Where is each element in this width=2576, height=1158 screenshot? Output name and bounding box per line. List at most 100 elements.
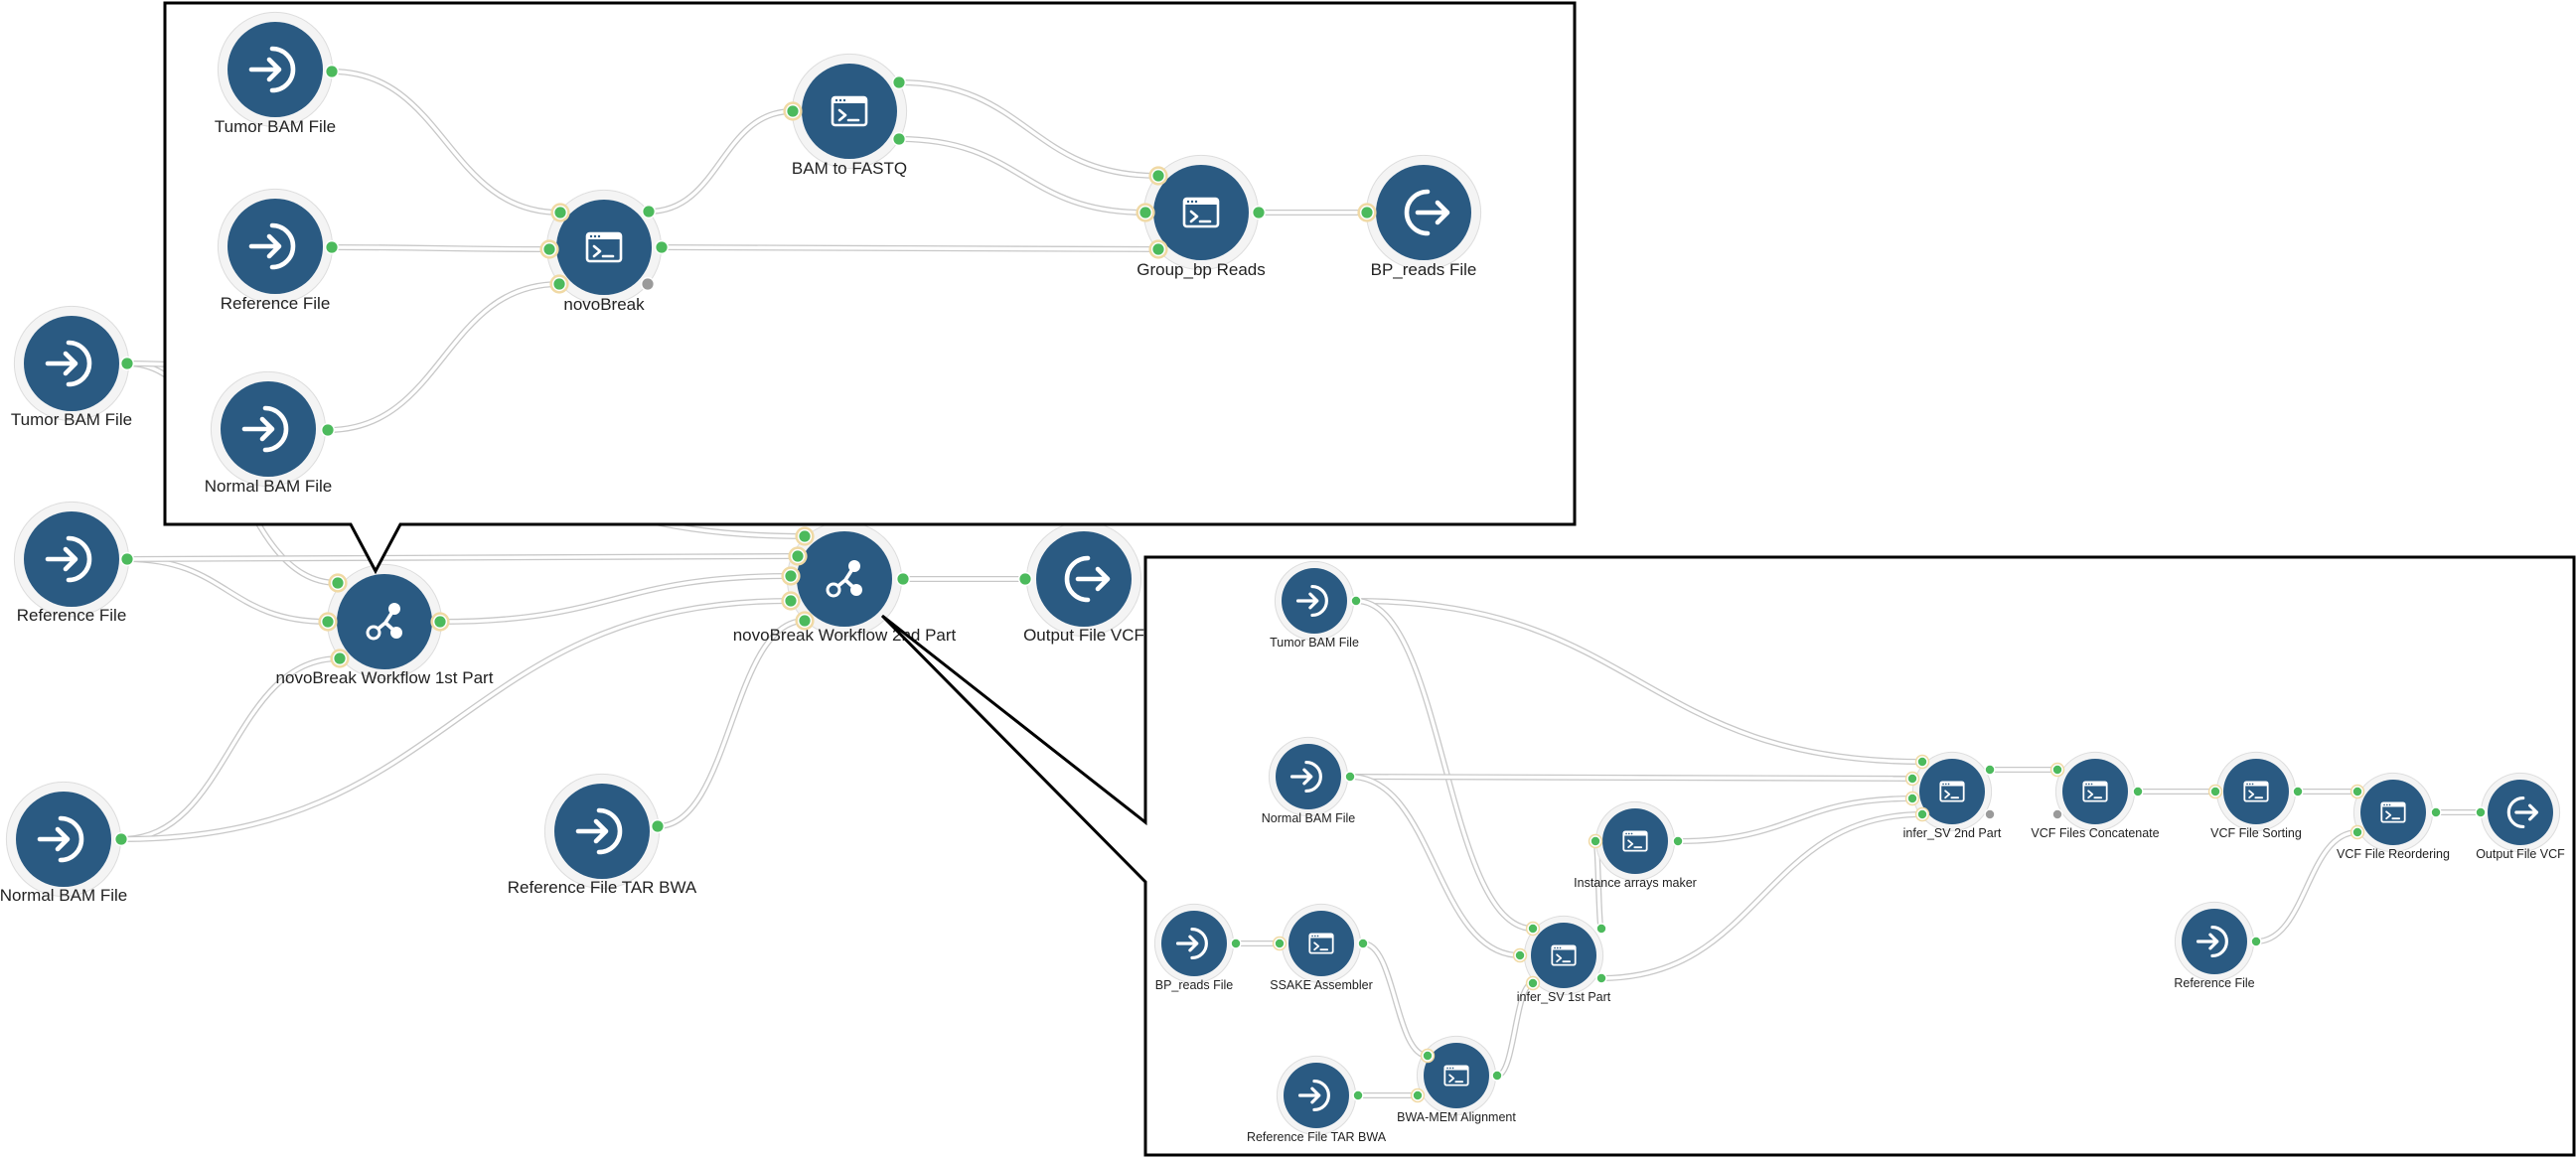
zoom1-port[interactable] [1148,166,1168,186]
port[interactable] [781,566,801,586]
zoom1-node-tumor-bam-file[interactable]: Tumor BAM File [215,11,336,136]
edge-m_ref-to-m_wf2[interactable] [126,553,791,562]
port[interactable] [795,526,815,546]
node-reference-file-tar-bwa[interactable]: Reference File TAR BWA [508,773,697,897]
zoom2-edge-b_sv1-to-b_sv2[interactable] [1600,811,1923,981]
zoom2-port[interactable] [1491,1070,1503,1082]
zoom2-port[interactable] [1672,835,1684,847]
zoom2-port[interactable] [2475,806,2487,818]
zoom2-port[interactable] [1350,595,1362,607]
zoom2-edge-b_normal-to-b_sv1[interactable] [1349,774,1521,958]
zoom2-edge-b_ssake-to-b_bwa[interactable] [1362,941,1429,1059]
zoom2-node-output-file-vcf[interactable]: Output File VCF [2476,772,2565,861]
port[interactable] [430,612,450,632]
port[interactable] [330,649,350,668]
zoom1-node-bp-reads-file[interactable]: BP_reads File [1365,154,1482,279]
zoom2-node-tumor-bam-file[interactable]: Tumor BAM File [1270,560,1359,650]
edge-m_reftar-to-m_wf2[interactable] [657,618,806,829]
zoom1-node-novobreak[interactable]: novoBreak [545,189,663,314]
zoom2-port[interactable] [1344,771,1356,783]
port[interactable] [119,356,135,371]
port[interactable] [1017,571,1033,587]
node-output-file-vcf[interactable]: Output File VCF [1023,520,1144,645]
zoom1-port[interactable] [550,203,570,222]
edge-m_wf1-to-m_wf2[interactable] [439,573,791,625]
zoom1-edge-a_tumor-to-a_novo[interactable] [331,69,561,216]
zoom2-node-instance-arrays-maker[interactable]: Instance arrays maker [1574,800,1697,890]
zoom1-port[interactable] [891,74,907,90]
zoom2-port[interactable] [2349,784,2365,799]
zoom1-port[interactable] [641,204,657,219]
zoom1-port[interactable] [1136,203,1155,222]
zoom2-edge-b_ref-to-b_reorder[interactable] [2255,829,2358,944]
zoom2-port[interactable] [1588,833,1603,849]
node-novobreak-workflow-2nd-part[interactable]: novoBreak Workflow 2nd Part [733,520,957,645]
zoom2-port[interactable] [1595,923,1607,935]
zoom2-port[interactable] [1410,1087,1426,1103]
port[interactable] [788,546,808,566]
zoom2-port[interactable] [1914,806,1930,822]
port[interactable] [328,573,348,593]
zoom2-node-normal-bam-file[interactable]: Normal BAM File [1262,736,1356,825]
zoom2-port[interactable] [2250,936,2262,947]
zoom2-port[interactable] [1984,764,1996,776]
node-tumor-bam-file[interactable]: Tumor BAM File [11,305,132,429]
zoom1-edge-a_novo-to-a_b2f[interactable] [648,108,794,215]
zoom1-port[interactable] [891,131,907,147]
edge-m_ref-to-m_wf1[interactable] [126,556,329,625]
zoom2-port[interactable] [2349,824,2365,840]
zoom2-port[interactable] [2430,806,2442,818]
zoom1-port[interactable] [324,239,340,255]
zoom2-port[interactable] [1914,754,1930,770]
zoom2-edge-b_normal-to-b_sv2[interactable] [1349,774,1913,782]
zoom2-port[interactable] [1230,938,1242,949]
zoom2-port[interactable] [1595,972,1607,984]
zoom1-port[interactable] [1251,205,1267,220]
edge-m_normal-to-m_wf1[interactable] [120,655,341,842]
zoom1-edge-a_novo-to-a_group[interactable] [661,244,1159,252]
zoom2-port[interactable] [1525,921,1541,937]
port[interactable] [650,818,666,834]
zoom2-port[interactable] [1525,975,1541,991]
port[interactable] [895,571,911,587]
zoom2-port[interactable] [2207,784,2223,799]
port[interactable] [781,591,801,611]
zoom1-port[interactable] [1148,239,1168,259]
zoom2-port[interactable] [1272,936,1288,951]
zoom2-port[interactable] [1904,771,1920,787]
port[interactable] [113,831,129,847]
zoom1-edge-a_normal-to-a_novo[interactable] [327,281,560,433]
port[interactable] [318,612,338,632]
zoom1-port[interactable] [324,64,340,79]
zoom2-port[interactable] [1352,1089,1364,1101]
zoom1-edge-a_ref-to-a_novo[interactable] [331,244,550,252]
zoom2-port[interactable] [2292,786,2304,797]
node-normal-bam-file[interactable]: Normal BAM File [0,781,127,905]
zoom1-port[interactable] [783,101,803,121]
zoom1-node-reference-file[interactable]: Reference File [217,188,334,313]
port[interactable] [119,551,135,567]
zoom1-port[interactable] [539,239,559,259]
zoom2-port[interactable] [1984,808,1996,820]
node-novobreak-workflow-1st-part[interactable]: novoBreak Workflow 1st Part [276,563,494,687]
zoom2-port[interactable] [2051,808,2063,820]
edge-m_normal-to-m_wf2[interactable] [120,598,792,842]
zoom2-port[interactable] [1357,938,1369,949]
zoom1-port[interactable] [320,422,336,438]
zoom2-node-bp-reads-file[interactable]: BP_reads File [1153,903,1235,992]
zoom2-node-reference-file[interactable]: Reference File [2174,901,2255,990]
zoom2-node-reference-file-tar-bwa[interactable]: Reference File TAR BWA [1247,1055,1387,1144]
zoom1-node-normal-bam-file[interactable]: Normal BAM File [205,370,332,496]
node-reference-file[interactable]: Reference File [13,501,130,625]
zoom2-edge-b_tumor-to-b_sv2[interactable] [1355,598,1923,765]
zoom2-node-bwa-mem-alignment[interactable]: BWA-MEM Alignment [1397,1035,1516,1124]
zoom2-port[interactable] [1420,1048,1436,1064]
zoom2-edge-b_inst-to-b_sv2[interactable] [1677,796,1913,844]
zoom2-port[interactable] [1512,947,1528,963]
zoom1-edge-a_b2f-to-a_group[interactable] [898,136,1146,216]
zoom2-node-vcf-files-concatenate[interactable]: VCF Files Concatenate [2031,751,2160,840]
zoom2-port[interactable] [1904,791,1920,806]
zoom1-edge-a_b2f-to-a_group[interactable] [898,79,1159,179]
zoom2-node-vcf-file-reordering[interactable]: VCF File Reordering [2337,772,2450,861]
